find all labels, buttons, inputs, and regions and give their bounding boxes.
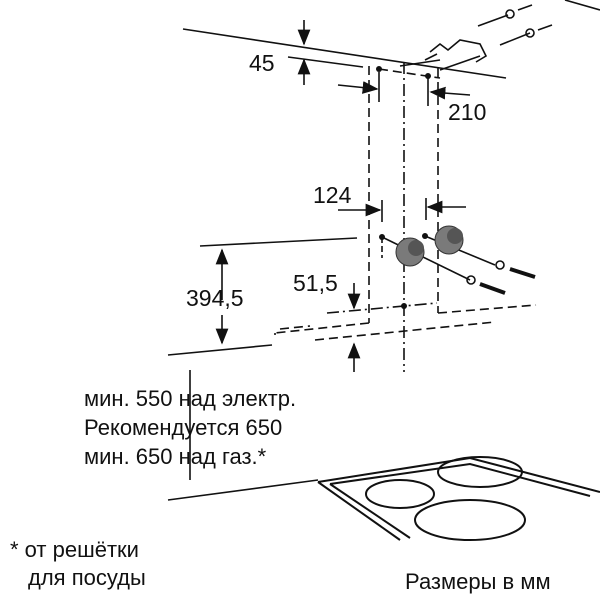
note-min-gas: мин. 650 над газ.*: [84, 444, 267, 469]
cooktop-icon: [317, 456, 600, 541]
footnote-line2: для посуды: [28, 565, 146, 590]
dimension-51-5: 51,5: [293, 270, 338, 296]
dimension-210: 210: [448, 99, 487, 125]
dimension-394-5: 394,5: [186, 285, 244, 311]
footnote-line1: * от решётки: [10, 537, 139, 562]
wall-plug-icon: [395, 225, 464, 267]
dimension-124: 124: [313, 182, 352, 208]
mounting-holes: [376, 66, 431, 309]
mounting-bracket-icon: [399, 0, 600, 71]
ceiling-line: [182, 28, 507, 79]
hood-outline: [274, 66, 537, 341]
units-label: Размеры в мм: [405, 569, 551, 594]
note-recommended: Рекомендуется 650: [84, 415, 283, 440]
dimension-45: 45: [249, 50, 275, 76]
note-min-electric: мин. 550 над электр.: [84, 386, 297, 411]
